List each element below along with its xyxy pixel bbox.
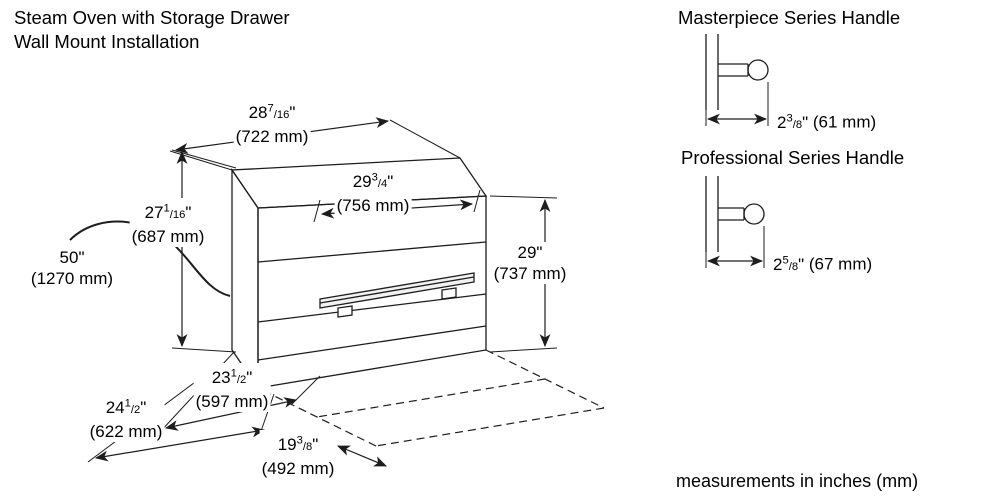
dim-line-bottom-depth — [336, 445, 388, 467]
page-title-line1: Steam Oven with Storage Drawer — [14, 7, 290, 28]
dim-label-depth-body: 231/2" (597 mm) — [193, 363, 271, 412]
dim-label-depth-handle: 241/2" (622 mm) — [87, 393, 165, 442]
dim-bottom-depth-inches: 193/8" — [277, 434, 319, 454]
dim-label-left-height: 271/16" (687 mm) — [129, 198, 207, 247]
dim-front-width-mm: (756 mm) — [336, 195, 410, 215]
dim-top-width-inches: 287/16" — [248, 102, 296, 122]
dim-left-height-inches: 271/16" — [144, 202, 192, 222]
dim-professional-mm: (67 mm) — [808, 254, 873, 274]
dim-depth-handle-mm: (622 mm) — [89, 421, 163, 441]
dim-label-top-width: 287/16" (722 mm) — [233, 98, 311, 147]
dim-line-depth-handle — [94, 426, 266, 462]
masterpiece-handle-diagram — [705, 34, 769, 126]
dim-bottom-depth-mm: (492 mm) — [261, 458, 335, 478]
dim-left-height-mm: (687 mm) — [131, 226, 205, 246]
dim-cord-length-mm: (1270 mm) — [30, 269, 114, 288]
dim-label-cord-length: 50" (1270 mm) — [28, 247, 116, 289]
page-title: Steam Oven with Storage Drawer Wall Moun… — [14, 6, 290, 54]
professional-handle-diagram — [705, 176, 765, 268]
dim-label-professional: 25/8" (67 mm) — [771, 250, 875, 278]
dim-depth-body-inches: 231/2" — [211, 367, 253, 387]
oven-isometric — [69, 157, 488, 391]
page-title-line2: Wall Mount Installation — [14, 31, 200, 52]
dim-label-masterpiece: 23/8" (61 mm) — [775, 108, 879, 136]
dim-label-bottom-depth: 193/8" (492 mm) — [259, 430, 337, 479]
dim-right-height-mm: (737 mm) — [493, 264, 567, 283]
professional-handle-title: Professional Series Handle — [681, 147, 905, 168]
dim-top-width-mm: (722 mm) — [235, 126, 309, 146]
dim-professional-inches: 25/8" — [773, 254, 805, 274]
dim-depth-handle-inches: 241/2" — [105, 397, 147, 417]
oven-door-seams — [257, 241, 487, 361]
dim-cord-length-inches: 50" — [59, 248, 85, 267]
masterpiece-handle-knob — [747, 59, 769, 81]
dim-front-width-inches: 293/4" — [352, 171, 394, 191]
professional-handle-knob — [743, 203, 765, 225]
oven-left-side-panel — [231, 167, 259, 391]
masterpiece-handle-title: Masterpiece Series Handle — [678, 7, 901, 28]
dim-line-depth-body — [164, 397, 298, 431]
dim-label-right-height: 29" (737 mm) — [491, 242, 569, 284]
dim-depth-body-mm: (597 mm) — [195, 391, 269, 411]
door-handle — [319, 272, 475, 318]
dim-right-height-inches: 29" — [517, 243, 543, 262]
dim-masterpiece-inches: 23/8" — [777, 112, 809, 132]
dim-label-front-width: 293/4" (756 mm) — [334, 167, 412, 216]
dim-masterpiece-mm: (61 mm) — [812, 112, 877, 132]
units-note: measurements in inches (mm) — [676, 471, 919, 491]
